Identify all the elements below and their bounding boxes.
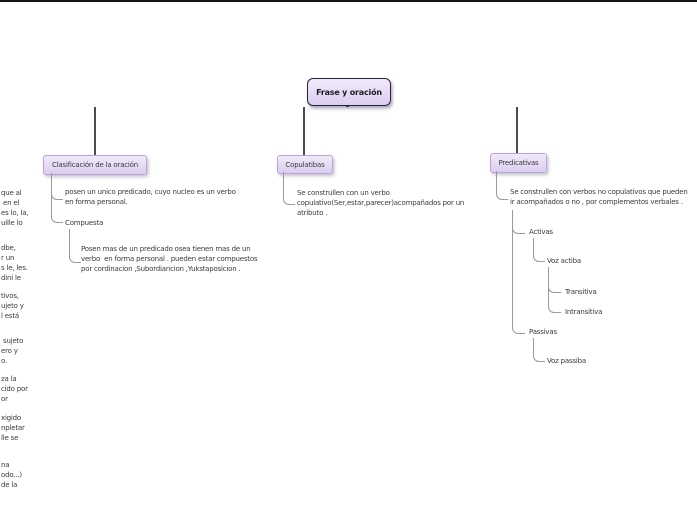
main-spine-line (0, 0, 697, 2)
connector-elbow (51, 173, 63, 223)
clipped-node-fragment[interactable]: dbe, r un s le, les. dini le (1, 244, 28, 282)
connector-elbow (496, 171, 508, 200)
connector-elbow (512, 210, 525, 334)
connector-elbow (533, 338, 545, 362)
node-copulativas[interactable]: Copulatibas (277, 155, 333, 174)
connector-elbow (283, 172, 295, 205)
node-voz-activa[interactable]: Voz actiba (547, 257, 581, 265)
clipped-node-fragment[interactable]: tivos, ujeto y l está (1, 292, 24, 320)
root-node-label: Frase y oración (316, 87, 382, 97)
clasificacion-simple-desc[interactable]: posen un unico predicado, cuyo nucleo es… (65, 188, 236, 206)
root-node[interactable]: Frase y oración (307, 78, 391, 106)
node-passivas[interactable]: Passivas (529, 328, 557, 336)
clipped-node-fragment[interactable]: za la cido por or (1, 375, 28, 403)
drop-line-predicativas (516, 107, 518, 153)
node-transitiva[interactable]: Transitiva (565, 288, 597, 296)
node-activas[interactable]: Activas (529, 228, 553, 236)
drop-line-clasificacion (94, 107, 96, 155)
connector-elbow (548, 267, 561, 313)
node-clasificacion-label: Clasificación de la oración (52, 161, 138, 169)
clipped-node-fragment[interactable]: sujeto ero y o. (1, 337, 24, 365)
clipped-node-fragment[interactable]: que al en el es lo, la, uille lo (1, 189, 29, 227)
node-copulativas-label: Copulatibas (285, 160, 325, 169)
node-intransitiva[interactable]: Intransitiva (565, 308, 603, 316)
clipped-node-fragment[interactable]: xigido npletar lle se (1, 414, 25, 442)
connector-elbow (69, 229, 81, 263)
compuesta-desc[interactable]: Posen mas de un predicado osea tienen ma… (81, 245, 258, 273)
predicativas-desc[interactable]: Se construllen con verbos no copulativos… (510, 188, 688, 206)
node-predicativas[interactable]: Predicativas (490, 153, 547, 173)
copulativas-desc[interactable]: Se construllen con un verbo copulativo(S… (297, 189, 465, 217)
node-compuesta[interactable]: Compuesta (65, 219, 104, 227)
connector-elbow (533, 238, 545, 262)
drop-line-copulativas (303, 107, 305, 155)
node-clasificacion[interactable]: Clasificación de la oración (43, 155, 147, 175)
node-voz-passiva[interactable]: Voz passiba (547, 357, 586, 365)
clipped-node-fragment[interactable]: na odo...) de la (1, 461, 22, 489)
node-predicativas-label: Predicativas (498, 159, 539, 167)
